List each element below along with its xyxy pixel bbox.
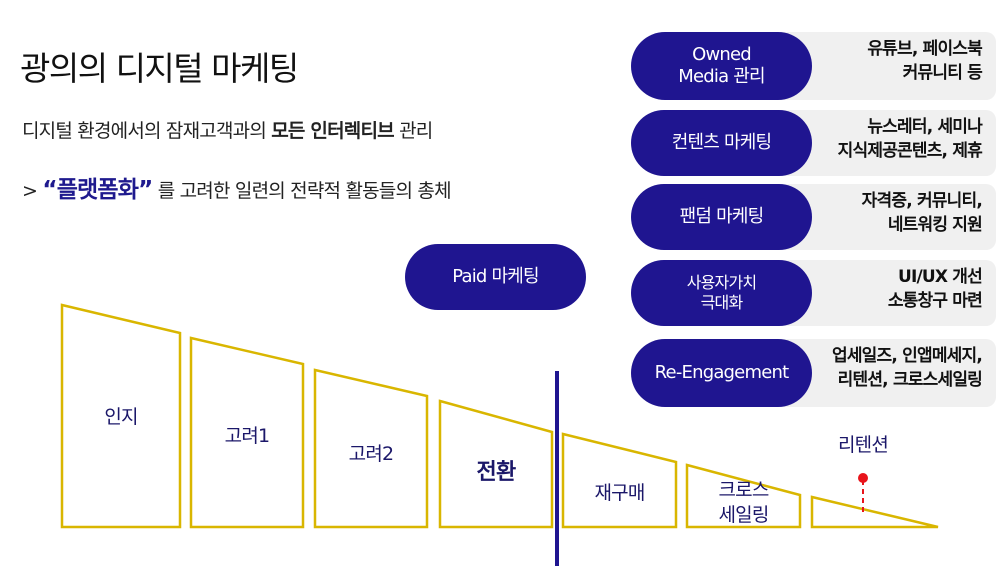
definition-line: > “플랫폼화” 를 고려한 일련의 전략적 활동들의 총체: [22, 170, 452, 204]
user-value-desc: UI/UX 개선 소통창구 마련: [887, 267, 983, 311]
funnel-step-2-shape: [189, 336, 305, 529]
fandom-marketing-pill: 팬덤 마케팅: [631, 184, 812, 250]
subtitle-bold: 모든 인터렉티브: [271, 120, 394, 142]
retention-marker-dot: [858, 473, 868, 483]
funnel-step-label: 고려1: [224, 425, 270, 447]
paid-marketing-pill: Paid 마케팅: [405, 244, 586, 310]
definition-suffix: 를 고려한 일련의 전략적 활동들의 총체: [152, 180, 452, 202]
funnel-step-6-shape: [685, 463, 802, 529]
platformization-highlight: “플랫폼화”: [42, 177, 153, 203]
funnel-step-label: 크로스 세일링: [718, 479, 769, 526]
re-engagement-desc: 업세일즈, 인앱메세지, 리텐션, 크로스세일링: [832, 346, 983, 390]
re-engagement-pill: Re-Engagement: [631, 339, 812, 407]
subtitle: 디지털 환경에서의 잠재고객과의 모든 인터렉티브 관리: [22, 116, 433, 143]
funnel-step-label: 인지: [104, 406, 138, 428]
funnel-step-1-shape: [60, 303, 182, 529]
fandom-marketing-desc: 자격증, 커뮤니티, 네트워킹 지원: [861, 191, 983, 235]
funnel-step-5-shape: [561, 432, 678, 529]
funnel-step-4-shape: [438, 399, 554, 529]
funnel-step-3-shape: [313, 368, 429, 529]
owned-media-pill: Owned Media 관리: [631, 32, 812, 100]
subtitle-suffix: 관리: [393, 120, 433, 142]
page-title: 광의의 디지털 마케팅: [20, 49, 299, 88]
content-marketing-pill: 컨텐츠 마케팅: [631, 110, 812, 176]
user-value-pill: 사용자가치 극대화: [631, 260, 812, 326]
definition-prefix: >: [22, 180, 43, 202]
funnel-step-label: 전환: [476, 460, 517, 485]
funnel-step-7-shape: [810, 495, 939, 529]
funnel-step-label: 재구매: [594, 482, 645, 504]
retention-label: 리텐션: [837, 434, 889, 456]
content-marketing-desc: 뉴스레터, 세미나 지식제공콘텐츠, 제휴: [837, 117, 983, 161]
funnel-step-label: 고려2: [348, 443, 394, 465]
owned-media-desc: 유튜브, 페이스북 커뮤니티 등: [867, 39, 982, 83]
subtitle-prefix: 디지털 환경에서의 잠재고객과의: [22, 120, 272, 142]
